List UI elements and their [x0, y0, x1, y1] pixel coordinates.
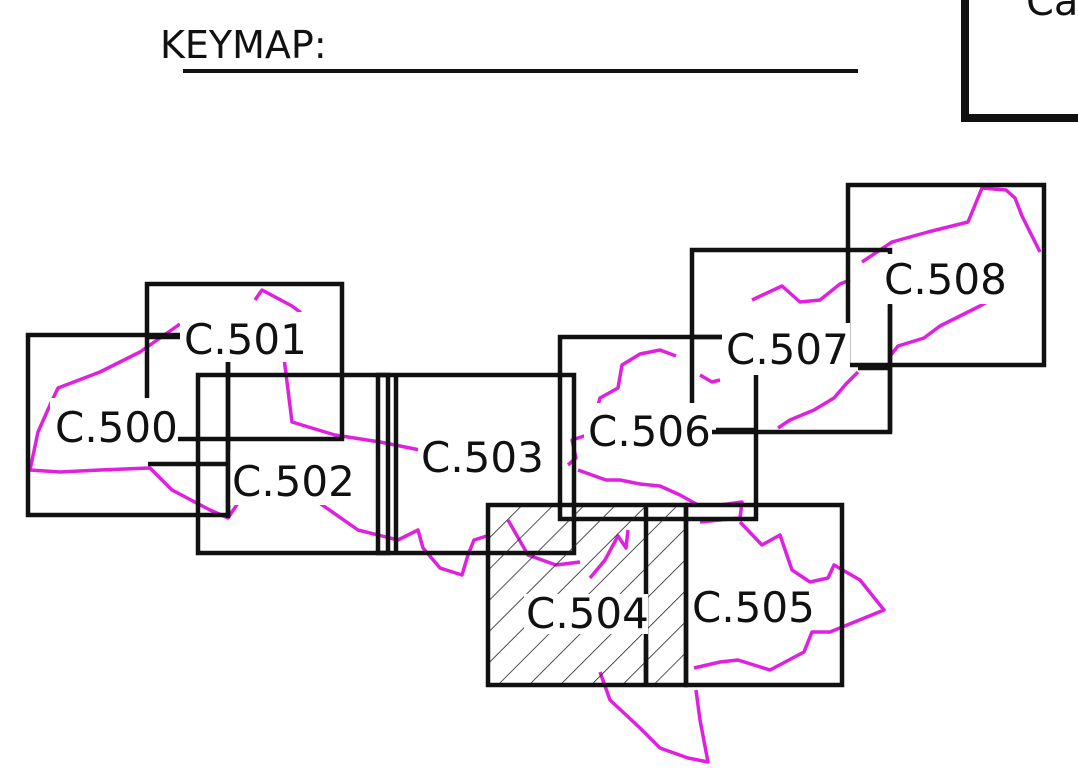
route-line	[316, 500, 491, 577]
route-line	[29, 466, 252, 520]
sheet-c508-outline	[845, 182, 1047, 368]
label-backgrounds	[50, 254, 1008, 634]
route-line	[777, 370, 860, 430]
sheet-label-c500[interactable]: C.500	[55, 403, 178, 452]
sheet-label-c507[interactable]: C.507	[726, 325, 849, 374]
sheet-c501-outline	[144, 281, 345, 442]
corner-title-block	[961, 0, 1078, 122]
sheet-label-c505[interactable]: C.505	[692, 583, 815, 632]
route-line	[598, 671, 710, 764]
route-line	[577, 468, 744, 524]
route-line	[888, 290, 1006, 358]
sheet-c505-outline	[683, 502, 845, 688]
sheet-labels: C.500 C.501 C.502 C.503 C.504 C.505 C.50…	[55, 255, 1007, 638]
leader-lines	[148, 305, 893, 685]
route-line	[861, 186, 1042, 264]
keymap-title: KEYMAP:	[160, 23, 327, 67]
corner-box-text: Ca	[1026, 0, 1078, 25]
sheet-label-c502[interactable]: C.502	[232, 457, 355, 506]
sheet-c503-outline	[375, 372, 577, 556]
sheet-label-c506[interactable]: C.506	[588, 407, 711, 456]
sheet-label-c503[interactable]: C.503	[421, 433, 544, 482]
sheet-label-c504[interactable]: C.504	[526, 589, 649, 638]
route-line	[28, 322, 182, 471]
route-line	[751, 278, 851, 304]
sheet-label-c508[interactable]: C.508	[884, 255, 1007, 304]
route-line	[693, 520, 886, 672]
route-line	[280, 341, 421, 452]
route-line	[699, 373, 721, 384]
sheet-label-c501[interactable]: C.501	[184, 315, 307, 364]
